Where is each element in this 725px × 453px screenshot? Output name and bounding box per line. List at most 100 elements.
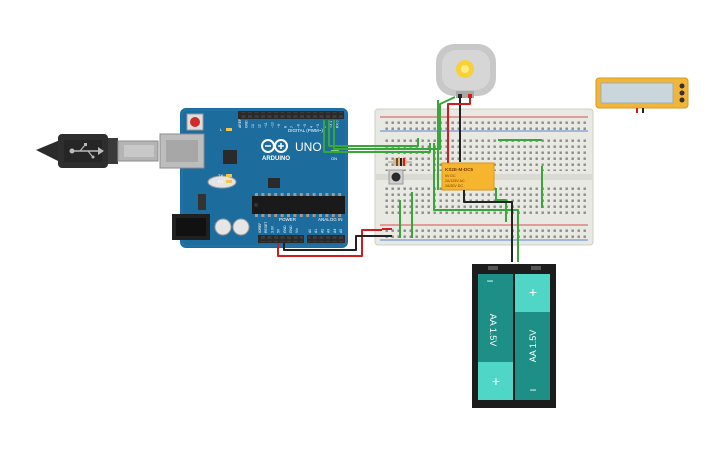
wire-black-gnd[interactable] xyxy=(283,235,382,251)
on-label: ON xyxy=(331,156,337,161)
reset-button[interactable] xyxy=(186,113,204,131)
digital-pin-label: 12 xyxy=(258,124,262,128)
tx-label: TX xyxy=(218,173,223,178)
power-pin-label: RESET xyxy=(264,222,268,233)
chip-leg xyxy=(306,193,310,196)
chip-leg xyxy=(293,214,297,217)
arduino-uno-board[interactable]: TX RX L ON ARDUINO UNO DIGITAL (PWM~) AR… xyxy=(159,108,348,248)
battery-cell-1-plus: + xyxy=(492,373,500,389)
power-pin-label: 3.3V xyxy=(270,225,274,233)
wire-green[interactable] xyxy=(433,143,519,262)
digital-pin-label: 13 xyxy=(251,124,255,128)
chip-leg xyxy=(274,193,278,196)
battery-cell-2-label: AA 1.5V xyxy=(528,330,538,363)
analog-pin-label: A5 xyxy=(339,229,343,233)
power-label: POWER xyxy=(279,217,297,222)
battery-cell-2: + − AA 1.5V xyxy=(515,274,550,400)
wire-green[interactable] xyxy=(495,188,507,222)
usb-icon xyxy=(69,143,104,159)
chip-leg xyxy=(312,214,316,217)
digital-pin-label: ~5 xyxy=(303,124,307,128)
wire-red-5v[interactable] xyxy=(277,229,382,257)
wires[interactable] xyxy=(277,96,543,262)
chip-leg xyxy=(287,193,290,196)
crystal xyxy=(207,175,237,189)
chip-leg xyxy=(338,193,342,196)
analog-pin-label: A4 xyxy=(333,229,337,233)
chip-leg xyxy=(331,193,335,196)
wire-green[interactable] xyxy=(328,120,419,147)
multimeter-port[interactable] xyxy=(679,90,685,96)
chip-leg xyxy=(325,193,329,196)
pushbutton[interactable] xyxy=(388,169,404,185)
digital-pin-label: RX 0 xyxy=(336,120,340,128)
power-pin-label: GND xyxy=(289,225,293,233)
chip-leg xyxy=(261,214,265,217)
l-label: L xyxy=(220,127,223,132)
chip-leg xyxy=(293,193,297,196)
analog-label: ANALOG IN xyxy=(318,217,343,222)
arduino-logo-icon xyxy=(261,139,288,153)
chip-leg xyxy=(325,214,329,217)
arduino-brand: ARDUINO xyxy=(262,156,290,162)
analog-pin-label: A0 xyxy=(308,229,312,233)
chip-leg xyxy=(274,214,278,217)
battery-cell-2-plus: + xyxy=(529,284,537,300)
usb-cable[interactable] xyxy=(36,134,159,168)
power-pin-label: GND xyxy=(283,225,287,233)
battery-holder[interactable]: − + AA 1.5V + − AA 1.5V xyxy=(472,264,556,408)
regulator xyxy=(198,194,206,210)
chip-leg xyxy=(331,214,335,217)
relay-model: KS2E-M-DC5 xyxy=(445,167,474,172)
wire-green[interactable] xyxy=(323,120,431,153)
atmega-chip xyxy=(252,193,345,217)
dc-motor[interactable] xyxy=(436,44,496,98)
wire-black[interactable] xyxy=(463,190,513,262)
chip-leg xyxy=(319,193,322,196)
digital-pin-label: ~11 xyxy=(264,122,268,128)
multimeter-port[interactable] xyxy=(679,83,685,89)
battery-cell-1-minus: − xyxy=(486,274,493,288)
relay[interactable]: KS2E-M-DC5 5V DC 2A/125V AC 2A/30V DC xyxy=(441,162,495,191)
digital-pin-label: AREF xyxy=(238,119,242,128)
battery-cell-2-minus: − xyxy=(529,383,536,397)
analog-pin-label: A3 xyxy=(327,229,331,233)
capacitor xyxy=(232,218,250,236)
multimeter-port[interactable] xyxy=(679,97,685,103)
bottom-power-rail[interactable] xyxy=(382,227,586,239)
chip-leg xyxy=(319,214,322,217)
relay-line2: 2A/125V AC xyxy=(445,179,465,183)
top-power-rail[interactable] xyxy=(382,118,586,130)
tx-led xyxy=(226,174,232,177)
battery-cell-1: − + AA 1.5V xyxy=(478,274,513,400)
rx-label: RX xyxy=(218,179,224,184)
multimeter[interactable] xyxy=(595,77,689,113)
wire-red[interactable] xyxy=(447,97,471,163)
rx-led xyxy=(226,180,232,183)
chip-leg xyxy=(299,214,303,217)
chip-leg xyxy=(255,214,258,217)
resistor[interactable] xyxy=(388,158,412,166)
chip-leg xyxy=(267,193,271,196)
chip-leg xyxy=(267,214,271,217)
usb-chip xyxy=(223,150,237,164)
digital-pin-label: ~9 xyxy=(277,124,281,128)
capacitor xyxy=(214,218,232,236)
l-led xyxy=(226,128,232,131)
digital-pin-label: 8 xyxy=(284,126,288,128)
battery-cell-1-label: AA 1.5V xyxy=(488,314,498,347)
digital-pin-label: GND xyxy=(245,120,249,128)
relay-line3: 2A/30V DC xyxy=(445,184,463,188)
power-pin-label: 5V xyxy=(277,228,281,233)
chip-leg xyxy=(280,214,284,217)
chip-leg xyxy=(299,193,303,196)
relay-line1: 5V DC xyxy=(445,174,456,178)
digital-pin-label: ~10 xyxy=(271,122,275,128)
digital-pin-label: ~6 xyxy=(297,124,301,128)
chip-leg xyxy=(280,193,284,196)
wire-green[interactable] xyxy=(333,96,456,150)
digital-pin-label: 7 xyxy=(290,126,294,128)
